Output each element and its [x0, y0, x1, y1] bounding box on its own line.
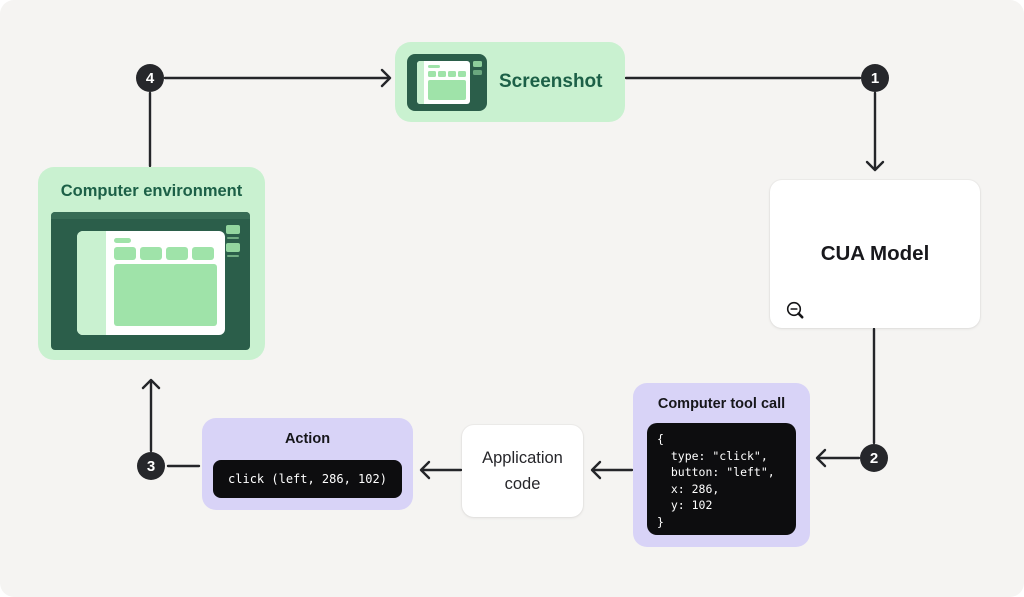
connector-application-code-to-action: [419, 460, 463, 480]
mini-window: [417, 60, 470, 104]
window-main: [106, 231, 225, 335]
action-label: Action: [284, 431, 331, 447]
step-badge-4-number: 4: [145, 69, 155, 87]
step-badge-1-number: 1: [870, 69, 880, 87]
computer-environment-label: Computer environment: [60, 182, 243, 200]
cua-model-node: CUA Model: [770, 180, 980, 328]
mini-window-main: [424, 61, 470, 104]
application-code-node: Application code: [462, 425, 583, 517]
action-node: Action click (left, 286, 102): [202, 418, 413, 510]
connector-step2-to-tool-call: [815, 448, 861, 468]
tool-call-code: { type: "click", button: "left", x: 286,…: [647, 423, 796, 535]
computer-environment-node: Computer environment: [38, 167, 265, 360]
step-badge-2-number: 2: [869, 449, 879, 467]
connector-step4-to-screenshot: [163, 68, 392, 88]
step-badge-2: 2: [860, 444, 888, 472]
connector-tool-call-to-application-code: [590, 460, 634, 480]
step-badge-3-number: 3: [146, 457, 156, 475]
cua-model-label: CUA Model: [820, 242, 930, 265]
zoom-out-cursor-icon: [786, 301, 804, 319]
step-badge-1: 1: [861, 64, 889, 92]
mini-window-sidebar: [417, 60, 424, 104]
computer-tool-call-node: Computer tool call { type: "click", butt…: [633, 383, 810, 547]
browser-window-icon: [407, 53, 487, 111]
connector-step1-to-cua-model: [865, 91, 885, 172]
window: [77, 231, 225, 335]
browser-window-icon: [51, 212, 250, 350]
action-code: click (left, 286, 102): [213, 460, 402, 498]
window-sidebar: [77, 231, 106, 335]
step-badge-4: 4: [136, 64, 164, 92]
application-code-label: Application code: [482, 449, 563, 493]
step-badge-3: 3: [137, 452, 165, 480]
connector-step3-to-environment: [141, 378, 161, 453]
computer-tool-call-label: Computer tool call: [657, 396, 786, 412]
screenshot-label: Screenshot: [499, 71, 603, 92]
screenshot-node: Screenshot: [395, 42, 625, 122]
